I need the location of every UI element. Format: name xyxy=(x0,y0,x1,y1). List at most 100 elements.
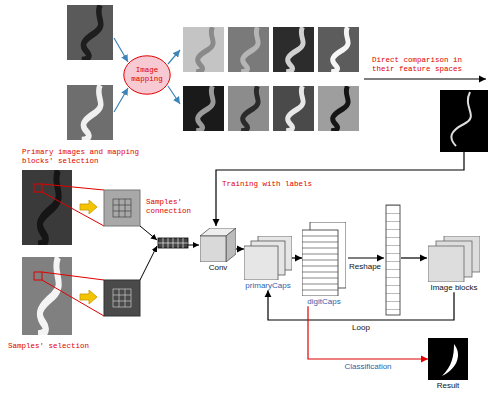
image-block-stack-graphic xyxy=(428,236,480,282)
mapped-image xyxy=(241,27,258,72)
mapping-arrow xyxy=(168,50,180,64)
zoom-block xyxy=(113,301,131,302)
reshape-vector xyxy=(386,205,400,315)
sample-strip xyxy=(158,238,188,248)
connection-arrow xyxy=(188,245,199,246)
step-note: Training with labels xyxy=(222,180,312,189)
comparison-arrow xyxy=(364,79,486,80)
node-label: digitCaps xyxy=(307,297,340,306)
mapped-image xyxy=(331,86,348,131)
selection-box xyxy=(34,184,104,316)
mapped-image xyxy=(241,86,258,131)
difference-image xyxy=(440,90,488,152)
sample-strip xyxy=(158,238,188,248)
zoom-arrow xyxy=(80,200,97,214)
capsule-vector-graphic xyxy=(302,290,338,291)
zoom-block xyxy=(119,199,120,217)
operation-label: Reshape xyxy=(349,262,381,271)
mapped-image xyxy=(228,27,269,72)
training-arrow xyxy=(216,152,464,226)
capsule-vector-graphic xyxy=(302,242,338,243)
primary-image xyxy=(67,5,113,60)
mapped-image xyxy=(273,86,314,131)
sample-image xyxy=(38,170,59,245)
mapped-image xyxy=(183,86,224,131)
capsule-vector-graphic xyxy=(302,222,346,296)
node-label: primaryCaps xyxy=(245,281,290,290)
mapped-image xyxy=(196,86,213,131)
reshape-arrow xyxy=(401,257,427,258)
node-label: Image blocks xyxy=(430,283,477,292)
mapping-arrow xyxy=(114,38,128,62)
flow-connector xyxy=(308,306,428,359)
step-note: Samples' connection xyxy=(146,198,194,215)
zoom-block xyxy=(113,199,131,217)
difference-image xyxy=(440,90,488,152)
circle-outline xyxy=(124,56,170,94)
zoom-block xyxy=(113,289,131,307)
node-label: Result xyxy=(437,381,460,390)
mapped-image xyxy=(318,86,359,131)
comparison-arrow xyxy=(364,78,486,79)
capsule-vector-graphic xyxy=(302,236,338,237)
zoom-block xyxy=(104,190,140,316)
sample-image xyxy=(22,170,72,245)
image-block-stack: Image blocks xyxy=(428,236,480,292)
mapped-image xyxy=(286,27,303,72)
sample-image xyxy=(38,257,59,335)
capsule-vector-graphic xyxy=(302,230,338,296)
step-note: Primary images and mapping blocks' selec… xyxy=(22,148,144,165)
mapping-circle: Image mapping xyxy=(123,55,171,95)
selection-box xyxy=(34,272,42,280)
reshape-arrow xyxy=(348,257,384,258)
capsule-layer-graphic xyxy=(244,236,292,280)
mapping-arrow xyxy=(114,88,128,112)
capsule-layer: primaryCaps xyxy=(244,236,292,290)
conv-layer-graphic xyxy=(200,228,236,262)
capsule-vector-graphic xyxy=(302,248,338,249)
image-block-stack-graphic xyxy=(428,246,464,282)
zoom-block xyxy=(113,295,131,296)
zoom-block xyxy=(104,190,140,226)
conv-layer-graphic xyxy=(226,228,236,262)
primary-image xyxy=(82,5,101,60)
connection-arrow xyxy=(140,226,157,240)
zoom-block xyxy=(113,199,131,217)
result-image: Result xyxy=(428,338,468,390)
zoom-block xyxy=(104,280,140,316)
primary-image xyxy=(67,85,113,140)
step-note: Direct comparison in their feature space… xyxy=(372,56,464,73)
mapped-image xyxy=(273,27,314,72)
mapped-image xyxy=(318,27,359,72)
zoom-arrow xyxy=(80,200,97,304)
zoom-block xyxy=(113,205,131,206)
result-image-graphic xyxy=(428,338,468,380)
node-label: Conv xyxy=(209,263,228,272)
mapped-image xyxy=(331,27,348,72)
selection-box xyxy=(34,184,42,192)
mapped-image xyxy=(196,27,213,72)
zoom-block xyxy=(113,211,131,212)
conv-layer: Conv xyxy=(200,228,236,272)
capsule-vector-graphic xyxy=(302,260,338,261)
capsule-vector-graphic xyxy=(302,272,338,273)
selection-box xyxy=(42,192,104,226)
capsule-vector-graphic xyxy=(302,278,338,279)
zoom-arrow xyxy=(80,290,97,304)
mapping-arrow xyxy=(168,86,180,104)
mapped-image xyxy=(286,86,303,131)
selection-box xyxy=(42,272,104,280)
flow-connector xyxy=(292,257,302,258)
difference-image xyxy=(451,92,471,146)
primary-image xyxy=(82,85,101,140)
mapped-image xyxy=(183,27,224,72)
flow-connector xyxy=(236,248,244,249)
flow-connector xyxy=(268,290,454,320)
primary-image xyxy=(67,5,113,140)
sample-strip xyxy=(158,238,188,248)
node-label: Image mapping xyxy=(130,66,164,83)
connector-label: Loop xyxy=(351,323,371,332)
connection-arrow xyxy=(140,226,199,280)
capsule-vector: digitCaps xyxy=(302,222,346,306)
